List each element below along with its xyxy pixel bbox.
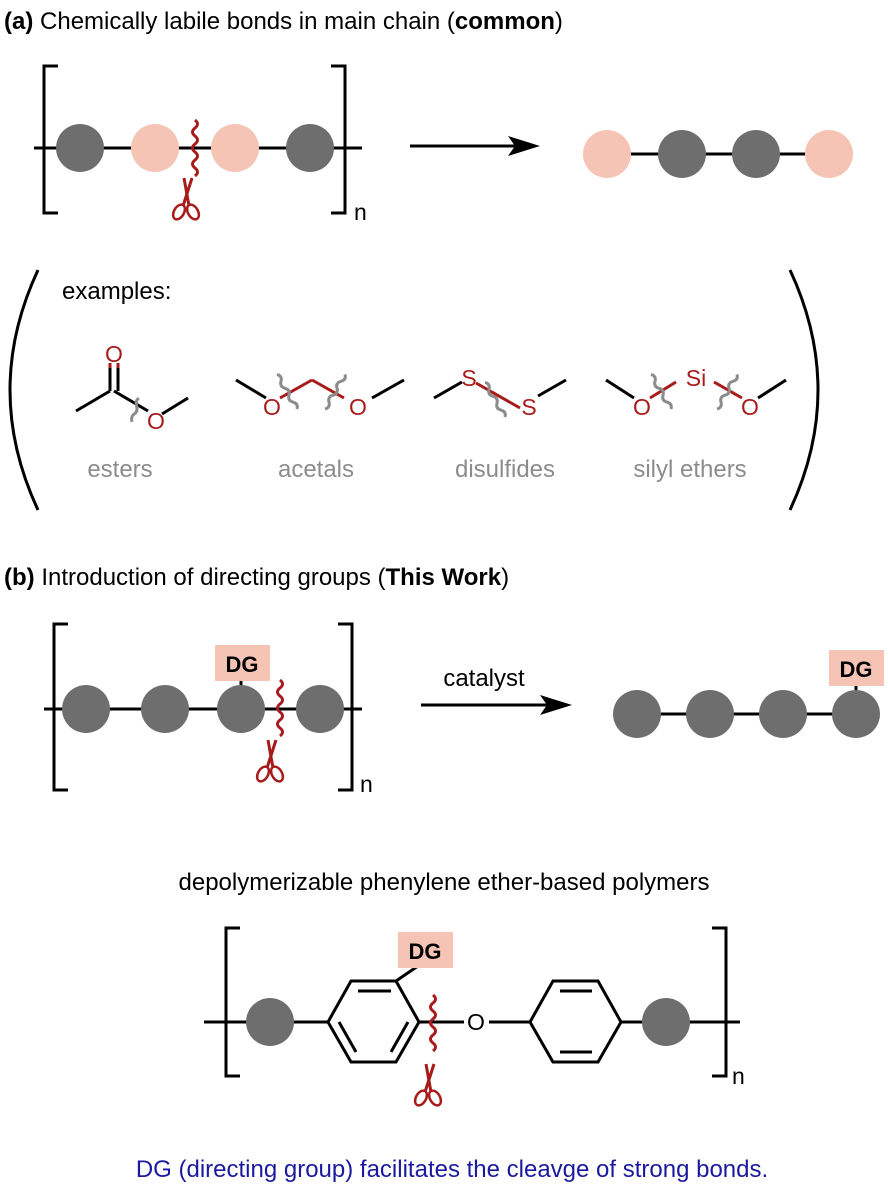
- cleavage-wavy-line: [191, 118, 199, 178]
- monomer-node: [62, 685, 110, 733]
- section-b-heading: (b) Introduction of directing groups (Th…: [4, 564, 509, 591]
- scissors-icon: [411, 1062, 445, 1109]
- example-label-acetals: acetals: [278, 456, 354, 483]
- example-label-silyl-ethers: silyl ethers: [633, 456, 746, 483]
- acetal-structure: O O: [235, 372, 405, 420]
- product-node: [759, 690, 807, 738]
- examples-label: examples:: [62, 278, 171, 305]
- svg-text:O: O: [467, 1009, 485, 1035]
- ester-structure: O O: [75, 341, 189, 434]
- right-bracket: [331, 64, 347, 215]
- svg-text:O: O: [633, 394, 651, 420]
- section-a-heading: (a) Chemically labile bonds in main chai…: [4, 8, 563, 35]
- product-node: [583, 130, 631, 178]
- repeat-subscript: n: [360, 771, 373, 797]
- svg-text:O: O: [147, 408, 165, 434]
- right-bracket: [712, 926, 728, 1078]
- phenylene-ether-structure: DG O: [204, 932, 740, 1064]
- left-bracket: [52, 622, 68, 792]
- dg-label: DG: [226, 652, 259, 677]
- product-node: [732, 130, 780, 178]
- cleavage-wavy-line: [429, 993, 437, 1053]
- dg-box: [829, 650, 884, 686]
- scissors-icon: [253, 738, 287, 785]
- right-bracket: [338, 622, 354, 792]
- arrow-head: [508, 136, 540, 156]
- disulfide-structure: S S: [433, 365, 567, 420]
- scissors-icon: [169, 176, 203, 223]
- product-node: [658, 130, 706, 178]
- left-bracket: [224, 926, 240, 1078]
- repeat-subscript: n: [354, 199, 367, 225]
- product-node: [805, 130, 853, 178]
- product-node: [686, 690, 734, 738]
- product-node: [613, 690, 661, 738]
- left-bracket: [42, 64, 58, 215]
- labile-node: [131, 124, 179, 172]
- examples-left-paren: [8, 269, 40, 511]
- monomer-node: [56, 124, 104, 172]
- polymer-caption: depolymerizable phenylene ether-based po…: [179, 869, 710, 896]
- svg-text:O: O: [263, 394, 281, 420]
- svg-text:S: S: [521, 394, 536, 420]
- cleavage-wavy-line: [276, 678, 284, 738]
- svg-text:S: S: [461, 365, 476, 391]
- dg-bearing-node: [217, 685, 265, 733]
- arrow-head: [540, 695, 572, 715]
- svg-text:Si: Si: [686, 365, 706, 391]
- svg-text:O: O: [349, 394, 367, 420]
- dg-box: [215, 645, 270, 681]
- examples-right-paren: [788, 269, 820, 511]
- product-node: [832, 690, 880, 738]
- dg-label: DG: [840, 657, 873, 682]
- repeat-subscript: n: [732, 1063, 745, 1089]
- svg-text:DG: DG: [409, 939, 442, 964]
- catalyst-label: catalyst: [443, 665, 525, 692]
- monomer-node: [296, 685, 344, 733]
- example-label-disulfides: disulfides: [455, 456, 555, 483]
- monomer-node: [286, 124, 334, 172]
- example-label-esters: esters: [87, 456, 152, 483]
- labile-node: [211, 124, 259, 172]
- footer-note: DG (directing group) facilitates the cle…: [136, 1156, 768, 1183]
- svg-text:O: O: [105, 341, 123, 367]
- monomer-node: [141, 685, 189, 733]
- svg-text:O: O: [741, 394, 759, 420]
- silyl-ether-structure: O Si O: [605, 365, 787, 420]
